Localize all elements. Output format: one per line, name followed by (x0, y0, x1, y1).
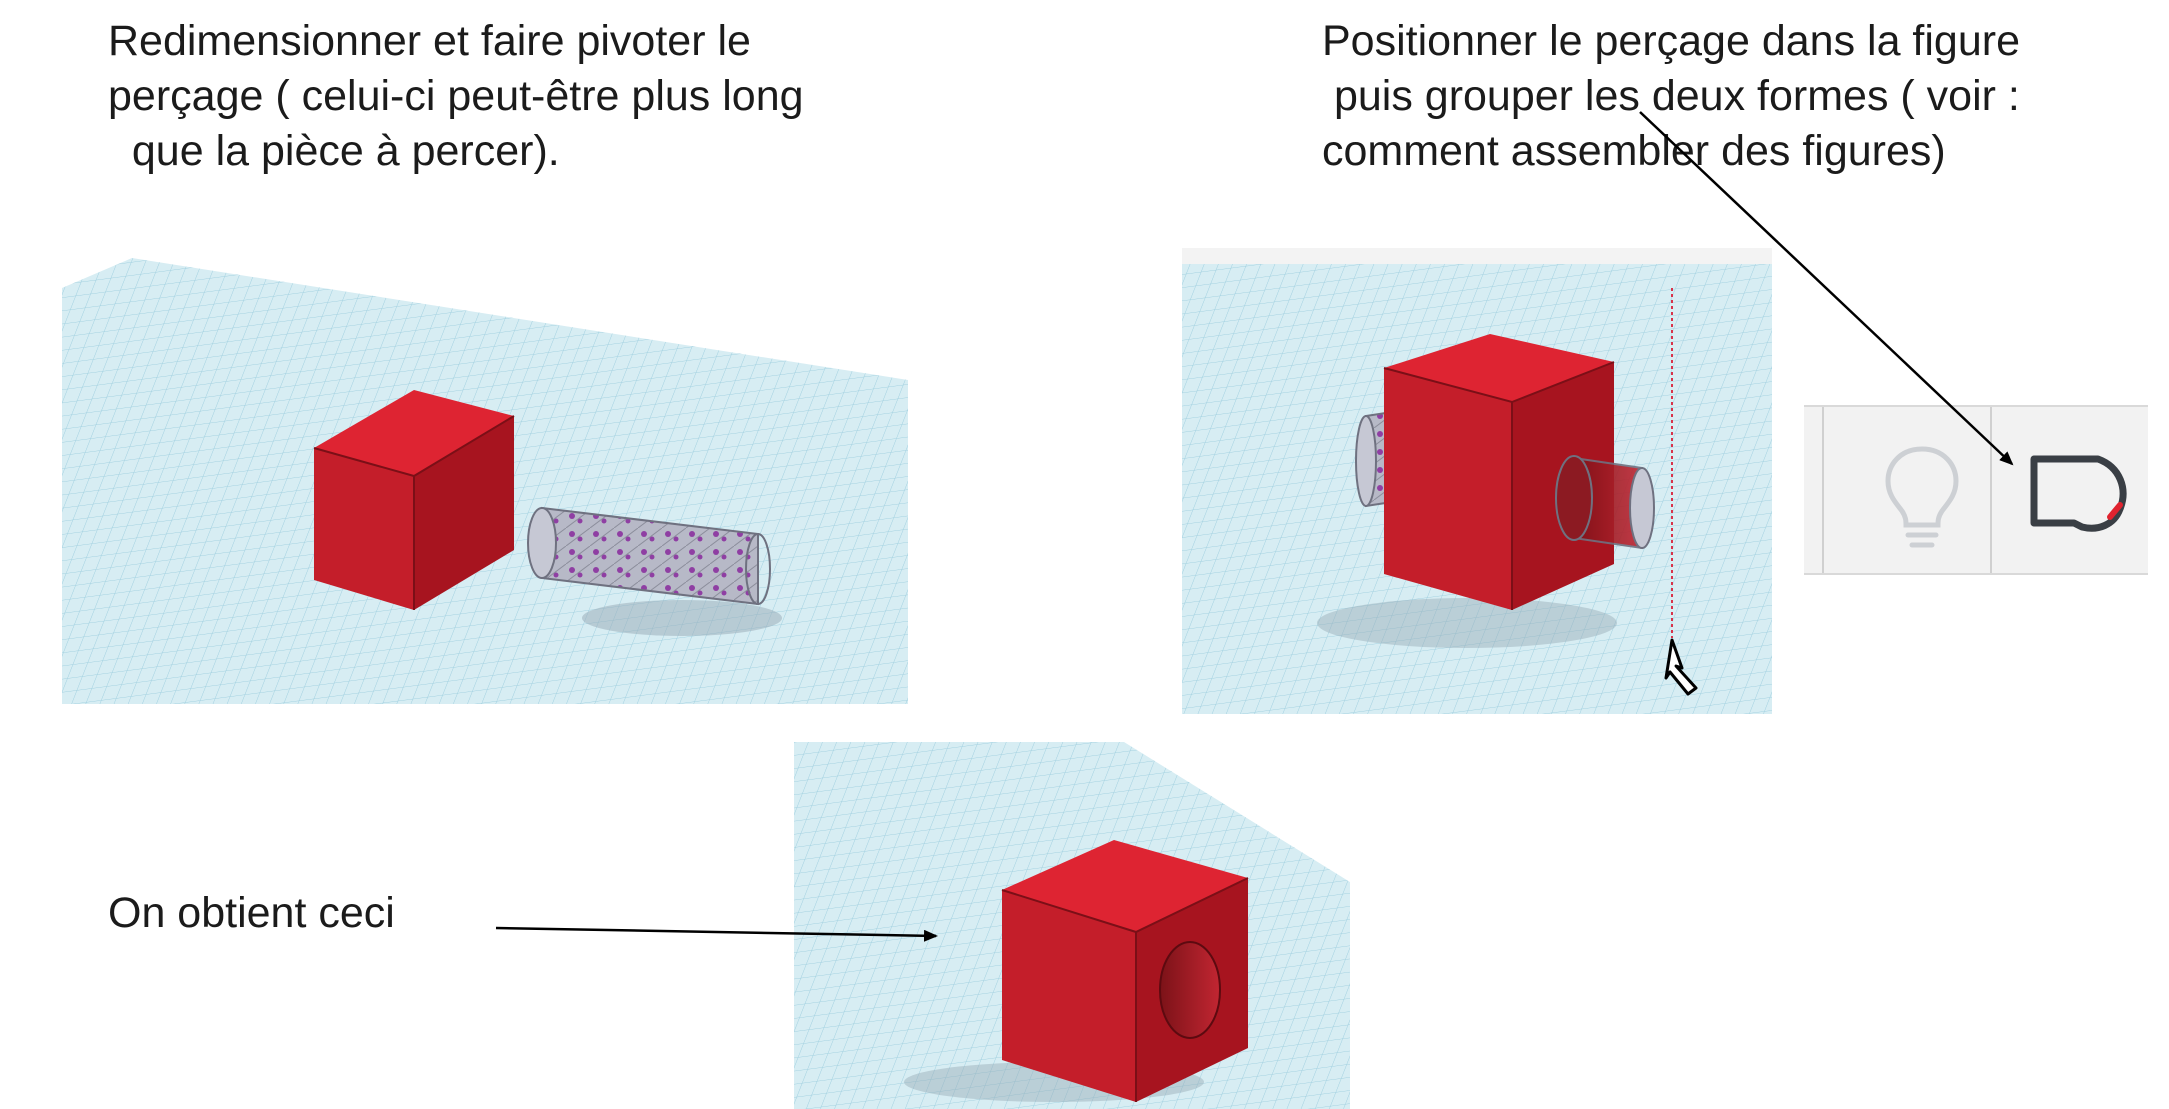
result-caption: On obtient ceci (108, 889, 395, 937)
toolbar (1804, 405, 2148, 575)
lightbulb-button[interactable] (1862, 427, 1982, 557)
box-with-hole[interactable] (1001, 840, 1249, 1102)
workplane-hole-positioned (1182, 248, 1772, 714)
hole-cylinder[interactable] (527, 506, 771, 606)
drilled-hole (1159, 941, 1221, 1039)
group-icon (2030, 455, 2127, 532)
lightbulb-icon (1885, 446, 1959, 548)
cursor-arrow-icon (1664, 638, 1698, 696)
workplane-grouped-result (794, 742, 1350, 1109)
instruction-resize-rotate: Redimensionner et faire pivoter le perça… (108, 17, 804, 175)
toolbar-divider (1822, 407, 1824, 573)
hole-cylinder-right[interactable] (1555, 455, 1655, 550)
red-box[interactable] (313, 390, 515, 610)
workplane-before-positioning (62, 258, 908, 704)
group-button[interactable] (2020, 427, 2140, 557)
instruction-position-group: Positionner le perçage dans la figure pu… (1322, 17, 2020, 175)
toolbar-divider (1990, 407, 1992, 573)
